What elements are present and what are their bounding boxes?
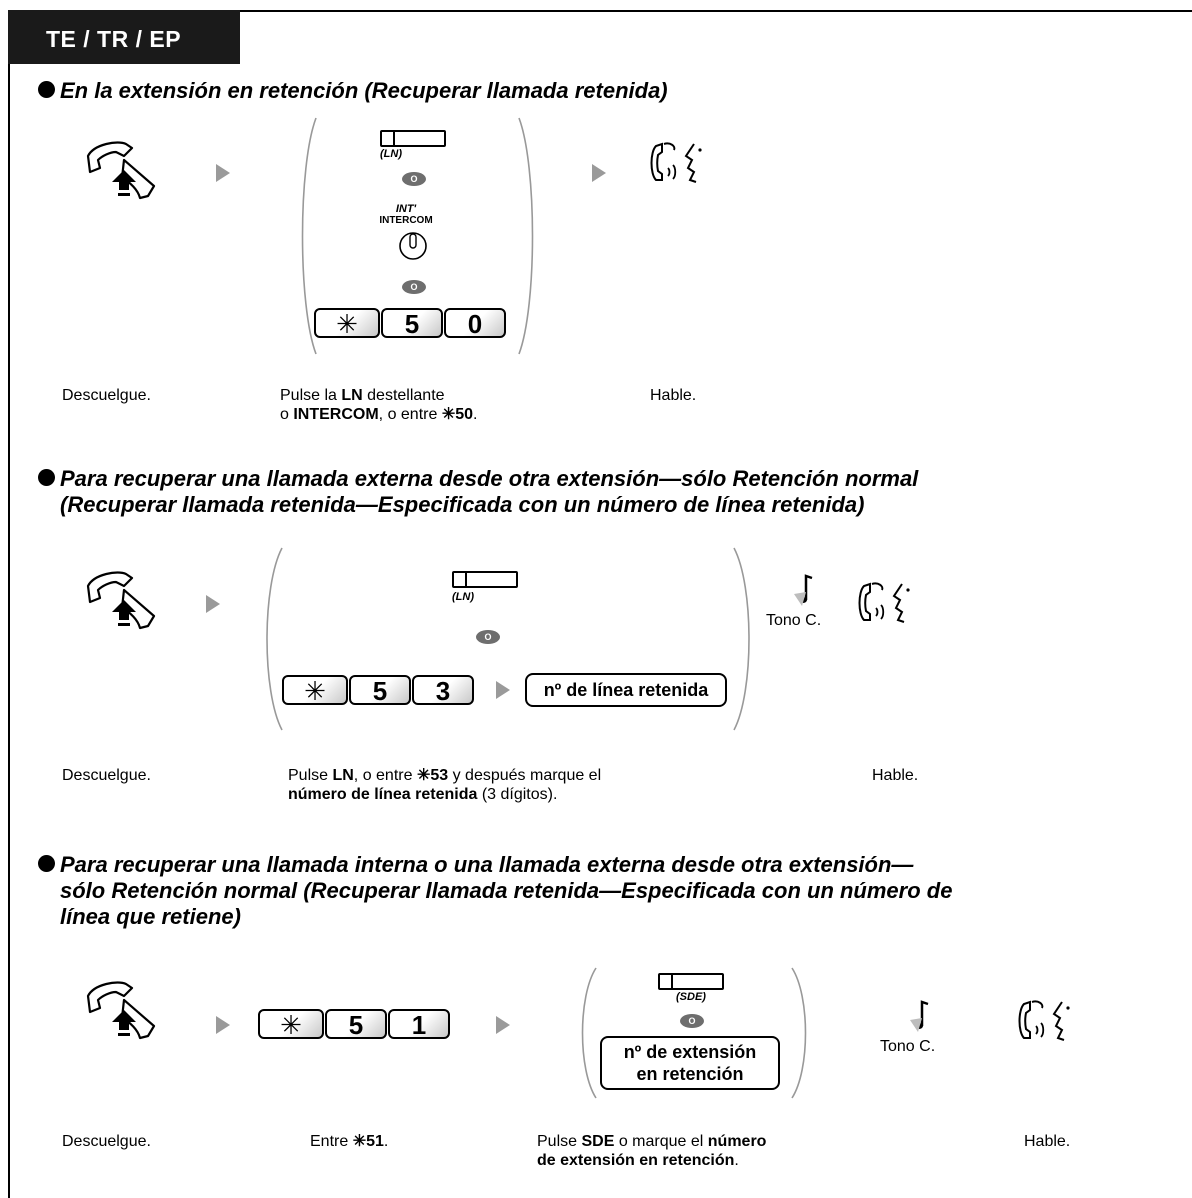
section2-heading: Para recuperar una llamada externa desde…	[38, 466, 918, 518]
digit-5-key: 5	[381, 308, 443, 338]
left-bracket	[266, 547, 283, 731]
intercom-button-icon	[399, 232, 427, 260]
tone-label: Tono C.	[766, 612, 822, 629]
caption-off-hook: Descuelgue.	[62, 1133, 151, 1150]
intercom-label: INTERCOM	[379, 215, 433, 226]
caption-talk: Hable.	[1024, 1133, 1071, 1150]
right-bracket	[791, 967, 807, 1099]
talk-icon	[650, 142, 703, 183]
caption-talk: Hable.	[872, 767, 919, 784]
bullet-icon	[38, 81, 55, 98]
step-arrow-icon	[206, 595, 220, 613]
caption-press: Pulse LN, o entre ✳53 y después marque e…	[288, 767, 602, 803]
right-bracket	[518, 117, 534, 355]
caption-press: Pulse SDE o marque el número de extensió…	[537, 1133, 767, 1169]
section3-heading: Para recuperar una llamada interna o una…	[38, 852, 952, 930]
frame-left-border	[8, 10, 10, 1198]
right-bracket	[733, 547, 750, 731]
talk-icon	[1018, 1000, 1071, 1041]
int-label: INT'	[395, 203, 417, 215]
off-hook-icon	[86, 571, 156, 630]
step-arrow-icon	[496, 1016, 510, 1034]
frame-top-border	[8, 10, 1192, 12]
ln-key-label: (LN)	[452, 591, 474, 603]
held-line-number-box: nº de línea retenida	[525, 673, 727, 707]
caption-off-hook: Descuelgue.	[62, 767, 151, 784]
star-key: ✳	[314, 308, 380, 338]
off-hook-icon	[86, 141, 156, 200]
digit-0-key: 0	[444, 308, 506, 338]
digit-1-key: 1	[388, 1009, 450, 1039]
ln-key-icon	[452, 571, 518, 588]
left-bracket	[581, 967, 597, 1099]
or-badge: O	[680, 1014, 704, 1028]
or-badge: O	[476, 630, 500, 644]
caption-press: Pulse la LN destellante o INTERCOM, o en…	[280, 387, 478, 423]
tone-icon	[908, 1000, 930, 1034]
device-type-tab: TE / TR / EP	[8, 10, 240, 64]
off-hook-icon	[86, 981, 156, 1040]
tone-label: Tono C.	[880, 1038, 936, 1055]
ln-key-icon	[380, 130, 446, 147]
caption-enter: Entre ✳51.	[310, 1133, 389, 1150]
star-key: ✳	[258, 1009, 324, 1039]
digit-5-key: 5	[349, 675, 411, 705]
or-badge: O	[402, 280, 426, 294]
ln-key-label: (LN)	[380, 148, 402, 160]
held-extension-box: nº de extensión en retención	[600, 1036, 780, 1090]
bullet-icon	[38, 855, 55, 872]
digit-5-key: 5	[325, 1009, 387, 1039]
caption-talk: Hable.	[650, 387, 697, 404]
or-badge: O	[402, 172, 426, 186]
sde-key-label: (SDE)	[676, 991, 706, 1003]
section1-heading: En la extensión en retención (Recuperar …	[38, 78, 668, 104]
step-arrow-icon	[592, 164, 606, 182]
star-key: ✳	[282, 675, 348, 705]
step-arrow-icon	[216, 164, 230, 182]
caption-off-hook: Descuelgue.	[62, 387, 151, 404]
talk-icon	[858, 582, 911, 623]
tone-icon	[792, 574, 814, 608]
sde-key-icon	[658, 973, 724, 990]
digit-3-key: 3	[412, 675, 474, 705]
step-arrow-icon	[216, 1016, 230, 1034]
left-bracket	[301, 117, 317, 355]
bullet-icon	[38, 469, 55, 486]
step-arrow-icon	[496, 681, 510, 699]
